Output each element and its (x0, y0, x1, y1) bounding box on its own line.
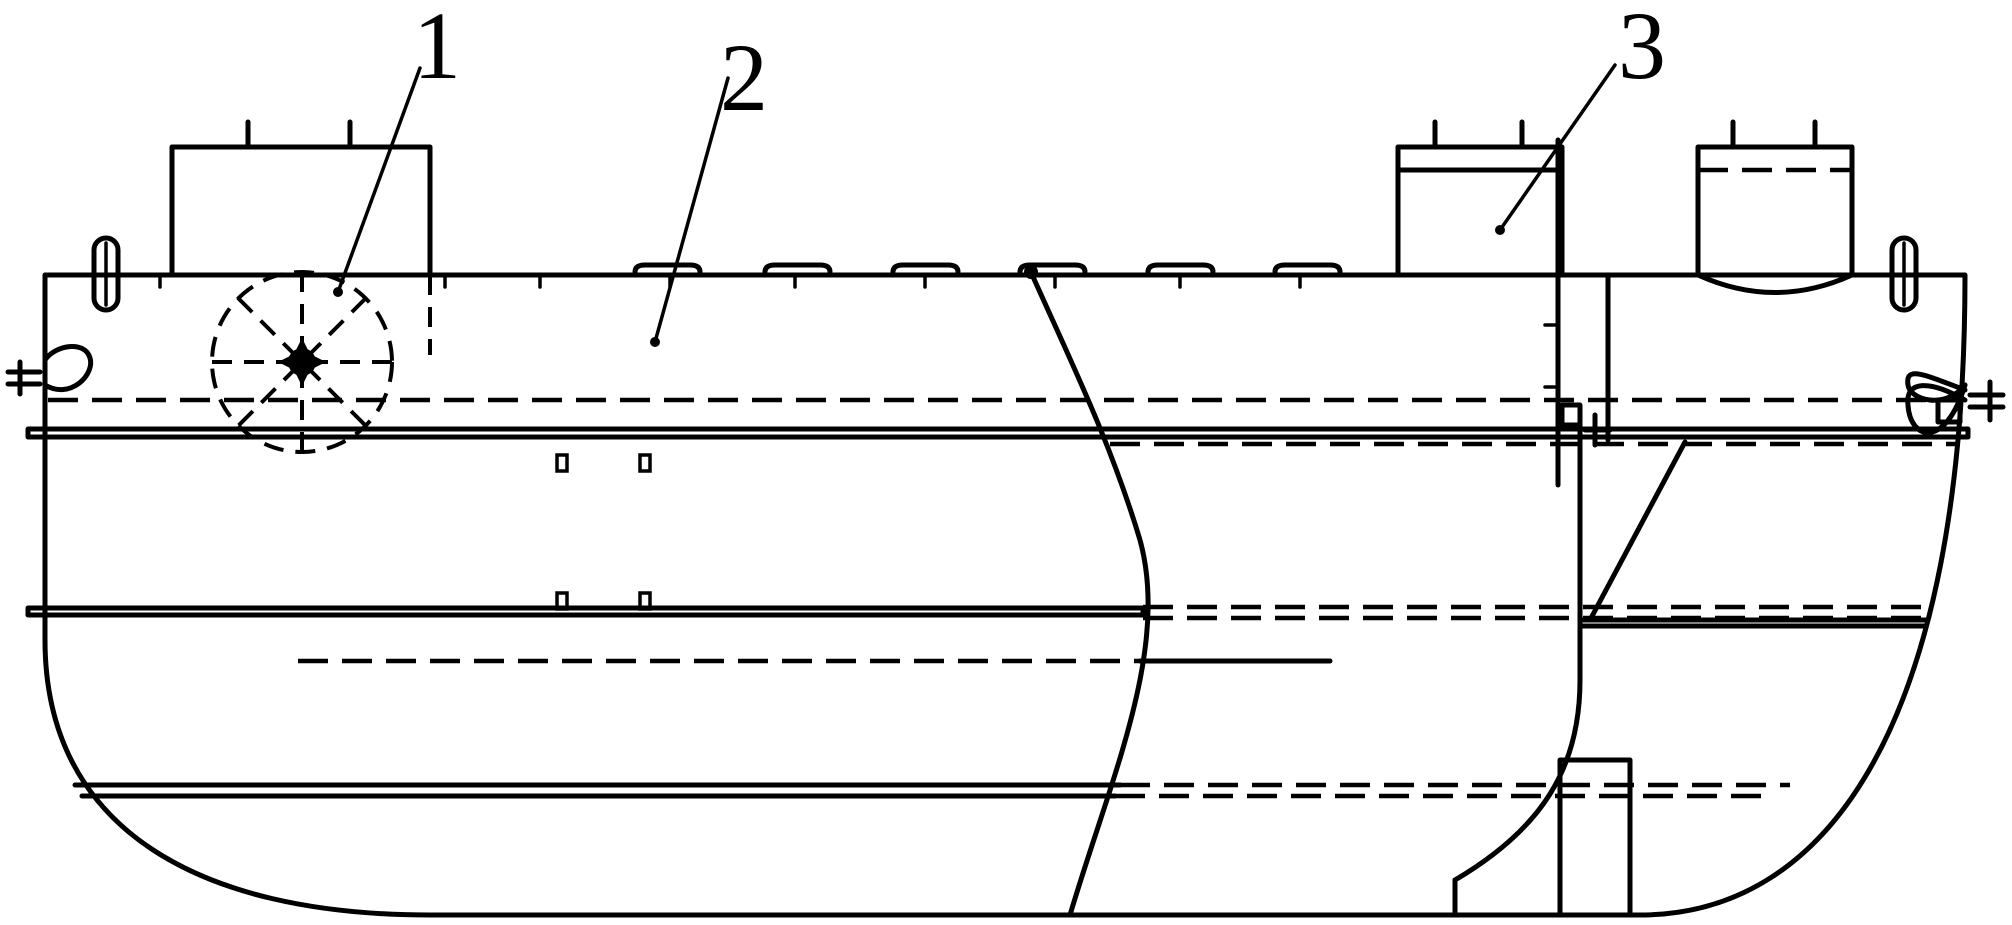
callout-2: 2 (720, 24, 768, 131)
hull-longitudinals (25, 397, 1971, 799)
left-deckhouse (169, 119, 433, 355)
markers (555, 453, 652, 611)
callout-1: 1 (413, 0, 461, 99)
frame-curves (1024, 265, 1688, 918)
deck-ticks (158, 273, 1302, 289)
hull-outline (42, 272, 1968, 918)
right-deckhouses (1395, 119, 1855, 295)
callout-3: 3 (1618, 0, 1666, 99)
leader-lines (333, 63, 1617, 347)
bollards (91, 235, 1919, 313)
deck-hatches (632, 262, 1343, 275)
propeller-outline (210, 270, 394, 454)
bulkheads (1543, 137, 1613, 488)
